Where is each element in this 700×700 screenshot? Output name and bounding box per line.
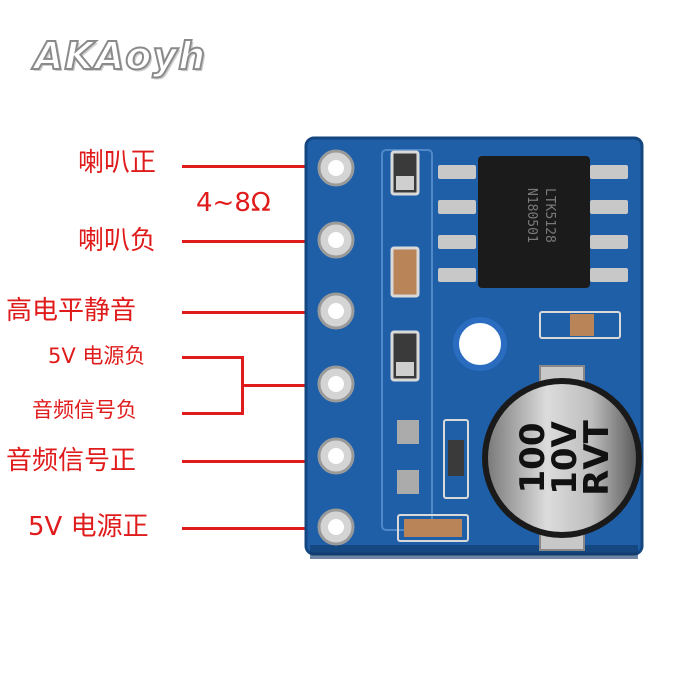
mounting-hole — [453, 317, 507, 371]
pin-label-power-positive: 5V 电源正 — [28, 512, 149, 542]
leader-line-power-negative — [182, 356, 244, 359]
pin-pad — [317, 292, 355, 330]
pin-label-power-negative: 5V 电源负 — [48, 344, 146, 368]
leader-line-bracket-joint — [244, 384, 310, 387]
bracket-line — [241, 356, 244, 415]
smd-components — [390, 150, 469, 542]
pin-pad — [317, 365, 355, 403]
ic-marking-line1: LTK5128 — [542, 188, 557, 243]
pin-label-audio-negative: 音频信号负 — [32, 398, 137, 422]
capacitor-value: 100 — [513, 423, 553, 494]
pin-pad — [317, 149, 355, 187]
capacitor-voltage: 10V — [545, 421, 585, 495]
leader-line-power-positive — [182, 527, 310, 530]
leader-line-audio-negative — [182, 412, 244, 415]
pin-label-high-level-mute: 高电平静音 — [6, 296, 137, 326]
amplifier-ic: LTK5128 N180501 — [438, 156, 628, 288]
electrolytic-capacitor: 100 10V RVT — [482, 365, 642, 551]
ic-marking-line2: N180501 — [524, 188, 539, 243]
pin-pad — [317, 437, 355, 475]
brand-watermark: AKAoyh — [33, 33, 207, 79]
pin-pads — [317, 149, 355, 546]
leader-line-speaker-negative — [182, 240, 310, 243]
pin-label-speaker-negative: 喇叭负 — [78, 226, 157, 256]
pin-pad — [317, 508, 355, 546]
leader-line-mute — [182, 311, 310, 314]
pin-label-speaker-positive: 喇叭正 — [78, 148, 157, 178]
impedance-label: 4~8Ω — [196, 188, 271, 218]
leader-line-audio-positive — [182, 460, 310, 463]
pin-label-audio-positive: 音频信号正 — [6, 446, 137, 476]
capacitor-brand: RVT — [577, 419, 617, 495]
pin-pad — [317, 221, 355, 259]
leader-line-speaker-positive — [182, 165, 310, 168]
